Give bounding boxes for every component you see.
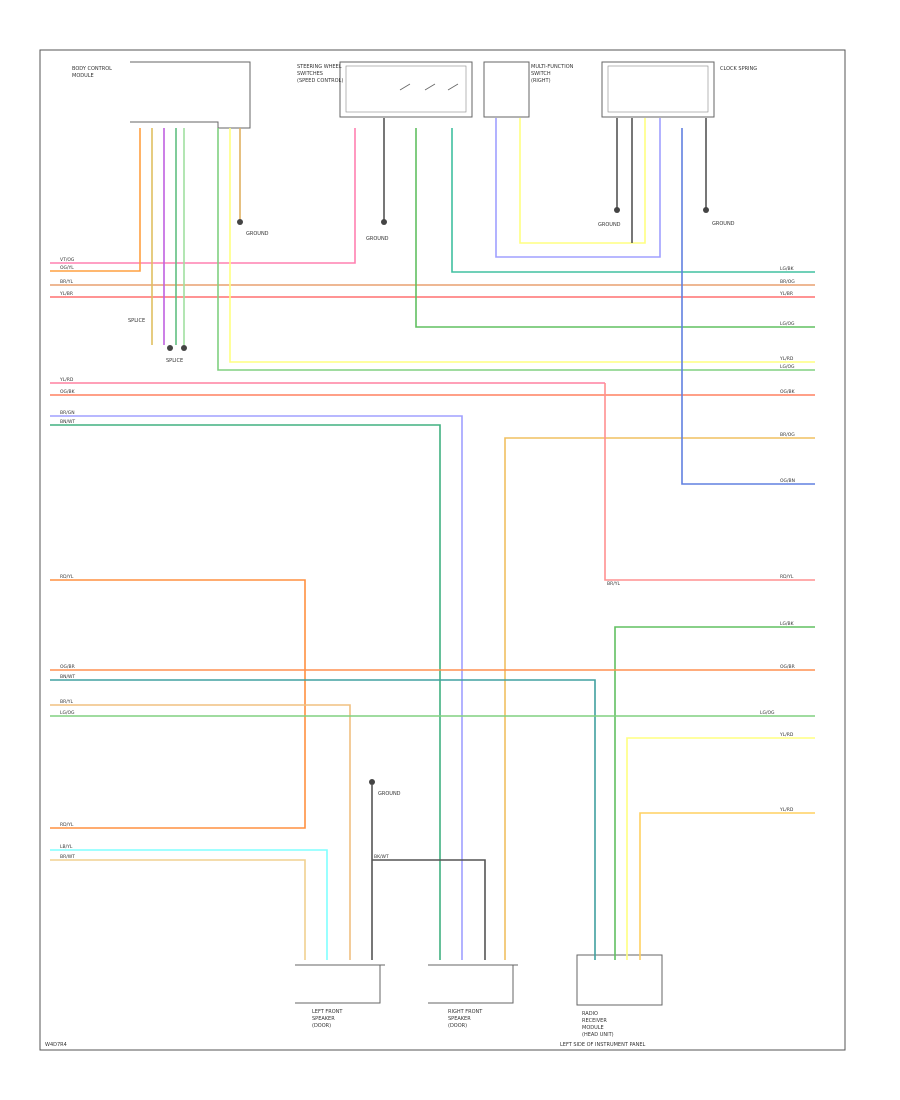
wire-label: BR/WT	[60, 854, 75, 860]
wire[interactable]	[50, 128, 356, 264]
wire-label: BR/YL	[60, 699, 73, 705]
module-label: MODULE	[72, 73, 94, 79]
ground-label: GROUND	[366, 236, 389, 242]
footer-location: LEFT SIDE OF INSTRUMENT PANEL	[560, 1042, 645, 1048]
ground-point	[369, 779, 375, 785]
wire[interactable]	[626, 737, 815, 960]
wire-label: LG/OG	[60, 710, 75, 716]
wire[interactable]	[372, 859, 486, 960]
wire[interactable]	[495, 118, 661, 258]
wire-label: YL/RD	[779, 807, 794, 813]
wire[interactable]	[614, 626, 815, 960]
wire-label: OG/BK	[780, 389, 796, 395]
ground-label: SPLICE	[166, 358, 183, 364]
wire-label: LB/YL	[60, 844, 73, 850]
module-label: (RIGHT)	[531, 78, 551, 84]
ground-point	[381, 219, 387, 225]
module-label: SPEAKER	[448, 1016, 471, 1022]
module-label: (HEAD UNIT)	[582, 1032, 614, 1038]
wire-label: LG/OG	[780, 321, 795, 327]
wire-label: YL/BR	[59, 291, 73, 297]
wire-label: OG/YL	[60, 265, 74, 271]
wire-label: LG/OG	[760, 710, 775, 716]
ground-label: SPLICE	[128, 318, 145, 324]
ground-point	[237, 219, 243, 225]
connector-left-speaker[interactable]: LEFT FRONT SPEAKER (DOOR)	[295, 964, 385, 1029]
wire-label: RD/YL	[60, 822, 74, 828]
wire-label: LG/OG	[780, 364, 795, 370]
diagram-frame	[39, 49, 846, 1051]
module-label: MODULE	[582, 1025, 604, 1031]
module-label: CLOCK SPRING	[720, 66, 757, 72]
module-label: STEERING WHEEL	[297, 64, 342, 70]
module-label: RADIO	[582, 1011, 598, 1017]
wire[interactable]	[50, 128, 141, 272]
wire-label: YL/RD	[59, 377, 74, 383]
wire-label: RD/YL	[780, 574, 794, 580]
module-body-control[interactable]: BODY CONTROL MODULE	[72, 61, 251, 129]
wire-label: YL/RD	[779, 356, 794, 362]
wire[interactable]	[50, 704, 351, 960]
wire[interactable]	[639, 812, 815, 960]
wire[interactable]	[217, 128, 815, 371]
wire-label: BR/YL	[607, 581, 620, 587]
module-label: (DOOR)	[448, 1023, 467, 1029]
ground-label: GROUND	[246, 231, 269, 237]
wire[interactable]	[50, 579, 306, 829]
wire-label: OG/BR	[60, 664, 75, 670]
module-label: RECEIVER	[582, 1018, 607, 1024]
wire-label: OG/BR	[780, 664, 795, 670]
wire-label: RD/YL	[60, 574, 74, 580]
wire[interactable]	[50, 415, 463, 960]
module-label: (SPEED CONTROL)	[297, 78, 343, 84]
wire-label: BN/WT	[60, 419, 75, 425]
module-label: SWITCH	[531, 71, 551, 77]
splice-point	[167, 345, 173, 351]
module-steering-switches[interactable]: STEERING WHEEL SWITCHES (SPEED CONTROL)	[297, 61, 473, 118]
wire[interactable]	[50, 849, 328, 960]
wire[interactable]	[50, 424, 441, 960]
wire-label: VT/OG	[60, 257, 75, 263]
wire[interactable]	[50, 859, 306, 960]
wire-label: YL/RD	[779, 732, 794, 738]
wire-label: LG/BK	[780, 621, 795, 627]
wire[interactable]	[50, 679, 596, 960]
wire[interactable]	[519, 118, 646, 244]
wire-label: BR/YL	[60, 279, 73, 285]
wire-label: BN/WT	[60, 674, 75, 680]
splice-point	[181, 345, 187, 351]
wire[interactable]	[451, 128, 815, 273]
wire-label: OG/BN	[780, 478, 795, 484]
module-multifunction-switch[interactable]: MULTI-FUNCTION SWITCH (RIGHT)	[483, 61, 574, 118]
wire-label: BK/WT	[374, 854, 389, 860]
module-label: (DOOR)	[312, 1023, 331, 1029]
connector-radio[interactable]: RADIO RECEIVER MODULE (HEAD UNIT) LEFT S…	[560, 954, 663, 1048]
module-label: SPEAKER	[312, 1016, 335, 1022]
module-label: MULTI-FUNCTION	[531, 64, 574, 70]
module-label: BODY CONTROL	[72, 66, 112, 72]
ground-label: GROUND	[712, 221, 735, 227]
ground-point	[614, 207, 620, 213]
module-clock-spring[interactable]: CLOCK SPRING	[601, 61, 757, 118]
wire-label: YL/BR	[779, 291, 793, 297]
wire-label: BR/OG	[780, 279, 795, 285]
wire[interactable]	[604, 383, 815, 581]
ground-label: GROUND	[598, 222, 621, 228]
wire[interactable]	[504, 437, 815, 960]
wire-label: OG/BK	[60, 389, 76, 395]
module-label: RIGHT FRONT	[448, 1009, 483, 1015]
footer-code: W4D7R4	[45, 1042, 67, 1048]
module-label: SWITCHES	[297, 71, 323, 77]
wire[interactable]	[229, 128, 815, 363]
wire[interactable]	[681, 128, 815, 485]
wire-label: LG/BK	[780, 266, 795, 272]
module-label: LEFT FRONT	[312, 1009, 343, 1015]
connector-right-speaker[interactable]: RIGHT FRONT SPEAKER (DOOR)	[428, 964, 518, 1029]
ground-label: GROUND	[378, 791, 401, 797]
wire-label: BR/GN	[60, 410, 75, 416]
ground-point	[703, 207, 709, 213]
wire-label: BR/OG	[780, 432, 795, 438]
